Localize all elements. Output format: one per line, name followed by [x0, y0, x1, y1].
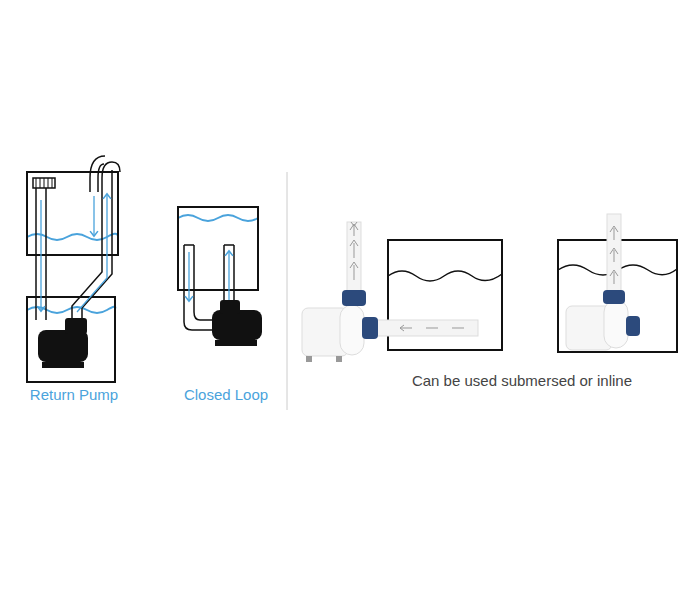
divider: [287, 172, 288, 410]
figure-caption: Return Pump: [30, 386, 118, 404]
inline-pump-figure: [302, 222, 502, 362]
submersed-pump-figure: [558, 214, 677, 352]
usage-caption: Can be used submersed or inline: [412, 372, 632, 390]
figure-caption: Closed Loop: [184, 386, 268, 404]
closed-loop-figure: [178, 207, 262, 346]
return-pump-figure: [27, 156, 120, 382]
